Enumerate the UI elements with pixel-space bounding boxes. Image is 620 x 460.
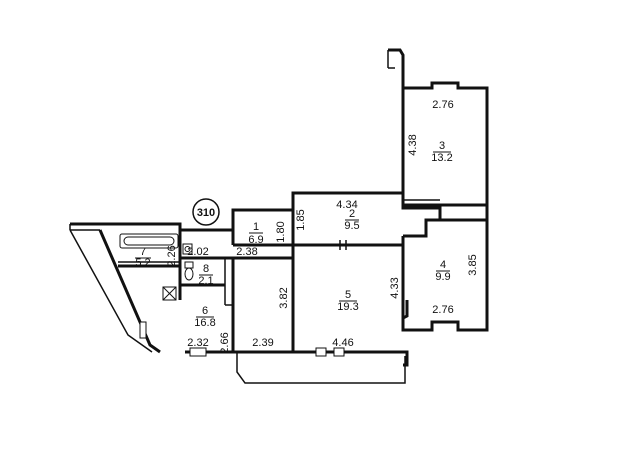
svg-text:9.5: 9.5 xyxy=(344,220,359,232)
dim-corridor-top: 2.38 xyxy=(236,246,257,258)
svg-text:1: 1 xyxy=(253,221,259,233)
svg-text:6: 6 xyxy=(202,305,208,317)
room-2-label: 2 9.5 xyxy=(344,208,359,232)
svg-text:13.2: 13.2 xyxy=(431,152,452,164)
room-labels: 1 6.9 2 9.5 3 13.2 4 9.9 5 19.3 6 16.8 xyxy=(135,140,453,329)
dim-room3-width: 2.76 xyxy=(432,99,453,111)
dim-room2-depth: 1.85 xyxy=(295,209,307,230)
dim-room5-depth: 4.33 xyxy=(389,277,401,298)
interior-walls xyxy=(118,193,487,357)
apartment-number-badge: 310 xyxy=(192,198,220,226)
room-6-label: 6 16.8 xyxy=(194,305,215,329)
exterior-walls xyxy=(69,48,489,384)
dim-room3-depth: 4.38 xyxy=(407,134,419,155)
dim-bath-width: 2.02 xyxy=(187,246,208,258)
svg-text:19.3: 19.3 xyxy=(337,301,358,313)
room-3-label: 3 13.2 xyxy=(431,140,452,164)
dim-kitchen-width: 2.32 xyxy=(187,337,208,349)
svg-text:5: 5 xyxy=(345,289,351,301)
svg-text:2.1: 2.1 xyxy=(198,275,213,287)
dim-hall-width: 2.39 xyxy=(252,337,273,349)
room-4-label: 4 9.9 xyxy=(435,259,450,283)
svg-text:7: 7 xyxy=(140,246,146,258)
svg-text:16.8: 16.8 xyxy=(194,317,215,329)
bathtub xyxy=(119,233,179,249)
room-8-label: 8 2.1 xyxy=(198,263,213,287)
dim-corridor-depth: 3.82 xyxy=(278,287,290,308)
dim-room5-width: 4.46 xyxy=(332,337,353,349)
svg-text:5.2: 5.2 xyxy=(135,257,150,269)
dim-room1-depth: 1.80 xyxy=(275,221,287,242)
svg-text:9.9: 9.9 xyxy=(435,271,450,283)
svg-text:2: 2 xyxy=(349,208,355,220)
svg-text:4: 4 xyxy=(440,259,446,271)
dim-bath-depth: 2.26 xyxy=(166,245,178,266)
sink-fixture xyxy=(182,243,193,255)
toilet-fixture xyxy=(184,261,194,281)
dim-room4-depth: 3.85 xyxy=(467,254,479,275)
dim-room2-width: 4.34 xyxy=(336,199,357,211)
washer-fixture xyxy=(162,286,177,301)
svg-text:6.9: 6.9 xyxy=(248,234,263,246)
svg-text:8: 8 xyxy=(203,263,209,275)
apartment-number: 310 xyxy=(197,207,215,219)
svg-text:3: 3 xyxy=(439,140,445,152)
dimension-labels: 2.76 4.38 2.76 3.85 4.34 1.85 1.80 4.46 … xyxy=(166,99,479,354)
room-1-label: 1 6.9 xyxy=(248,221,263,246)
dim-hall-gap: 2.66 xyxy=(219,332,231,353)
dim-room4-width: 2.76 xyxy=(432,304,453,316)
room-5-label: 5 19.3 xyxy=(337,289,358,313)
room-7-label: 7 5.2 xyxy=(135,246,151,269)
